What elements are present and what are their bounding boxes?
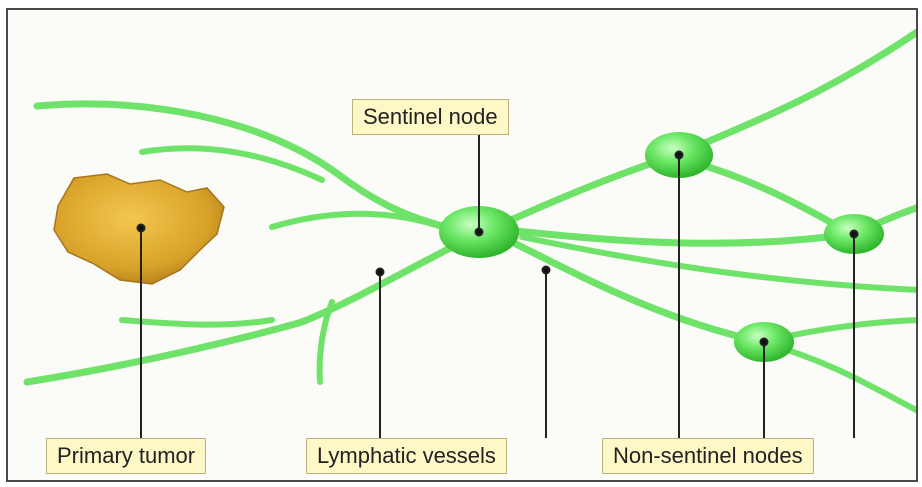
diagram-frame: Sentinel node Primary tumor Lymphatic ve… [6, 8, 918, 482]
vessel-upper-left-branch [139, 145, 325, 183]
leader-lines [136, 134, 859, 438]
vessel-mid-left [269, 210, 445, 230]
vessel-sentinel-right-lower [519, 234, 916, 293]
lymphatic-vessels-label: Lymphatic vessels [306, 438, 507, 474]
non-sentinel-nodes-label: Non-sentinel nodes [602, 438, 814, 474]
vessel-sentinel-to-right-node [503, 226, 856, 247]
vessel-upper-node-to-right-node [688, 158, 856, 238]
vessel-sentinel-to-lower-node [508, 238, 766, 346]
primary-tumor-label: Primary tumor [46, 438, 207, 474]
sentinel-node-label: Sentinel node [352, 99, 509, 135]
lymph-network-svg [23, 28, 916, 438]
vessel-drop [316, 299, 335, 385]
vessel-lower-left-branch [119, 317, 275, 328]
vessel-lower-left-long [23, 233, 476, 386]
vessel-upper-right-long [673, 28, 916, 159]
lymphatic-vessel-network [23, 28, 916, 414]
